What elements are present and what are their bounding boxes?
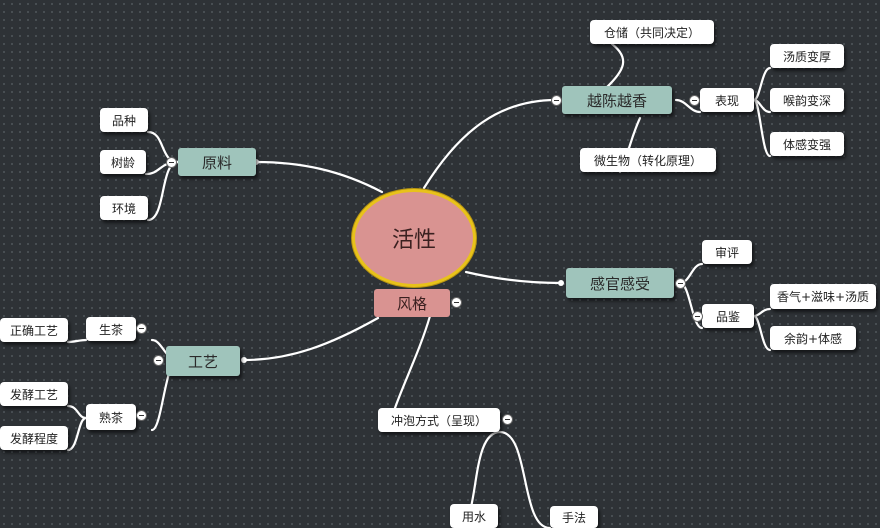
- link-center-sense: [464, 270, 563, 285]
- link-bx-1: [752, 66, 772, 102]
- link-pj-2: [752, 314, 772, 352]
- collapse-toggle-icon[interactable]: [502, 414, 513, 425]
- link-center-brew: [393, 314, 432, 410]
- link-center-craft: [242, 316, 380, 362]
- leaf-craft-ferment-degree[interactable]: 发酵程度: [0, 426, 68, 450]
- leaf-sense-review[interactable]: 审评: [702, 240, 752, 264]
- collapse-toggle-icon[interactable]: [153, 355, 164, 366]
- collapse-toggle-icon[interactable]: [689, 95, 700, 106]
- branch-raw[interactable]: 原料: [178, 148, 256, 176]
- link-ripe-2: [66, 416, 88, 452]
- leaf-craft-correct-process[interactable]: 正确工艺: [0, 318, 68, 342]
- leaf-aging-microbes[interactable]: 微生物（转化原理）: [580, 148, 716, 172]
- link-pj-1: [752, 307, 772, 318]
- leaf-raw-variety[interactable]: 品种: [100, 108, 148, 132]
- node-craft-raw-tea[interactable]: 生茶: [86, 317, 136, 341]
- node-brew-method[interactable]: 冲泡方式（呈现）: [378, 408, 500, 432]
- style-node[interactable]: 风格: [374, 289, 450, 317]
- link-bx-3: [752, 98, 772, 158]
- node-craft-ripe-tea[interactable]: 熟茶: [86, 404, 136, 430]
- leaf-aging-storage[interactable]: 仓储（共同决定）: [590, 20, 714, 44]
- collapse-toggle-icon[interactable]: [551, 95, 562, 106]
- leaf-pj-aftertaste[interactable]: 余韵+体感: [770, 326, 856, 350]
- link-raw-tea-1: [66, 338, 88, 344]
- branch-aging[interactable]: 越陈越香: [562, 86, 672, 114]
- link-raw-3: [146, 160, 180, 222]
- leaf-bx-thick[interactable]: 汤质变厚: [770, 44, 844, 68]
- leaf-pj-aroma[interactable]: 香气+滋味+汤质: [770, 284, 876, 309]
- collapse-toggle-icon[interactable]: [451, 297, 462, 308]
- branch-craft[interactable]: 工艺: [166, 346, 240, 376]
- leaf-brew-water[interactable]: 用水: [450, 504, 498, 528]
- leaf-brew-technique[interactable]: 手法: [550, 506, 598, 528]
- collapse-toggle-icon[interactable]: [166, 157, 177, 168]
- collapse-toggle-icon[interactable]: [136, 410, 147, 421]
- link-center-raw: [254, 160, 384, 194]
- center-node[interactable]: 活性: [352, 189, 476, 287]
- leaf-bx-body[interactable]: 体感变强: [770, 132, 844, 156]
- link-aging-2: [674, 98, 702, 114]
- leaf-craft-ferment-process[interactable]: 发酵工艺: [0, 382, 68, 406]
- link-brew-2: [498, 430, 552, 528]
- leaf-raw-tree-age[interactable]: 树龄: [100, 150, 146, 174]
- leaf-raw-environment[interactable]: 环境: [100, 196, 148, 220]
- node-aging-performance[interactable]: 表现: [700, 88, 754, 112]
- collapse-toggle-icon[interactable]: [675, 278, 686, 289]
- link-center-aging: [422, 98, 558, 190]
- link-ripe-1: [66, 404, 88, 420]
- node-sense-tasting[interactable]: 品鉴: [702, 304, 754, 328]
- collapse-toggle-icon[interactable]: [692, 311, 703, 322]
- branch-sense[interactable]: 感官感受: [566, 268, 674, 298]
- collapse-toggle-icon[interactable]: [136, 323, 147, 334]
- link-aging-1: [604, 42, 625, 90]
- leaf-bx-throat[interactable]: 喉韵变深: [770, 88, 844, 112]
